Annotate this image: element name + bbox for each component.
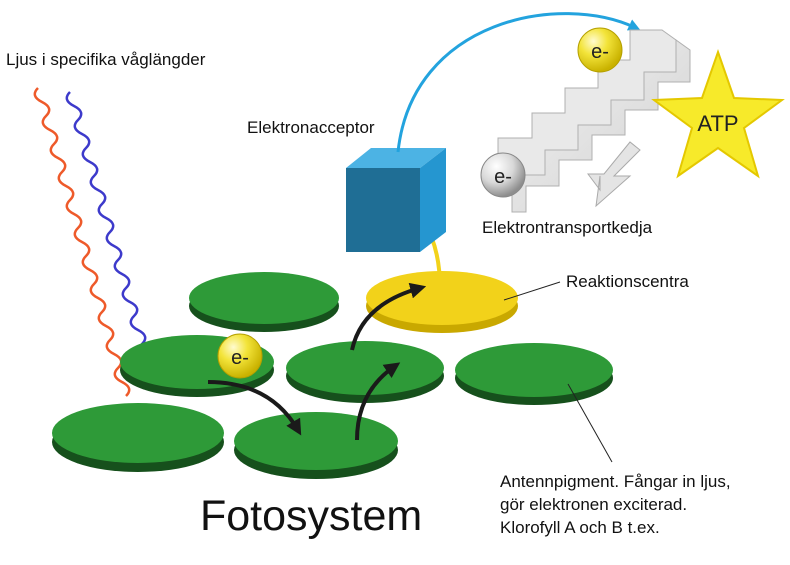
- electron-low-energy: e-: [480, 152, 526, 198]
- electron-transport-staircase: [497, 29, 691, 213]
- electron-transport-chain-label: Elektrontransportkedja: [482, 218, 653, 237]
- electron-label-top: e-: [591, 41, 609, 63]
- antenna-label-line-2: gör elektronen exciterad.: [500, 495, 688, 514]
- electron-label: e-: [231, 347, 249, 369]
- electron-label-bottom: e-: [494, 166, 512, 188]
- electron-excited: e-: [217, 333, 263, 379]
- antenna-pigment-label: Antennpigment. Fångar in ljus, gör elekt…: [500, 470, 731, 539]
- antenna-leader: [567, 383, 613, 463]
- antenna-label-line-3: Klorofyll A och B t.ex.: [500, 518, 660, 537]
- light-wave-red: [33, 87, 131, 397]
- light-label: Ljus i specifika våglängder: [6, 50, 206, 69]
- antenna-disc-bottom-center: [234, 412, 398, 479]
- transfer-arrow-1: [207, 380, 302, 436]
- antenna-label-line-1: Antennpigment. Fångar in ljus,: [500, 472, 731, 491]
- energy-drop-arrow: [587, 141, 641, 208]
- antenna-disc-right: [455, 343, 613, 405]
- light-wave-blue: [65, 91, 147, 360]
- transfer-arrow-3: [350, 282, 427, 351]
- antenna-disc-bottom-left: [52, 403, 224, 472]
- diagram-title: Fotosystem: [200, 492, 423, 540]
- electron-high-energy: e-: [577, 27, 623, 73]
- reaction-center-leader: [503, 281, 561, 301]
- electron-acceptor-label: Elektronacceptor: [247, 118, 375, 137]
- atp-label: ATP: [697, 111, 738, 136]
- transfer-arc-arrow: [396, 12, 641, 153]
- electron-acceptor-cube: [346, 148, 446, 252]
- transfer-arrow-2: [355, 362, 401, 441]
- antenna-disc-top-center: [189, 272, 339, 332]
- reaction-center-label: Reaktionscentra: [566, 272, 689, 291]
- antenna-disc-mid-center: [286, 341, 444, 403]
- atp-star: ATP: [651, 48, 785, 179]
